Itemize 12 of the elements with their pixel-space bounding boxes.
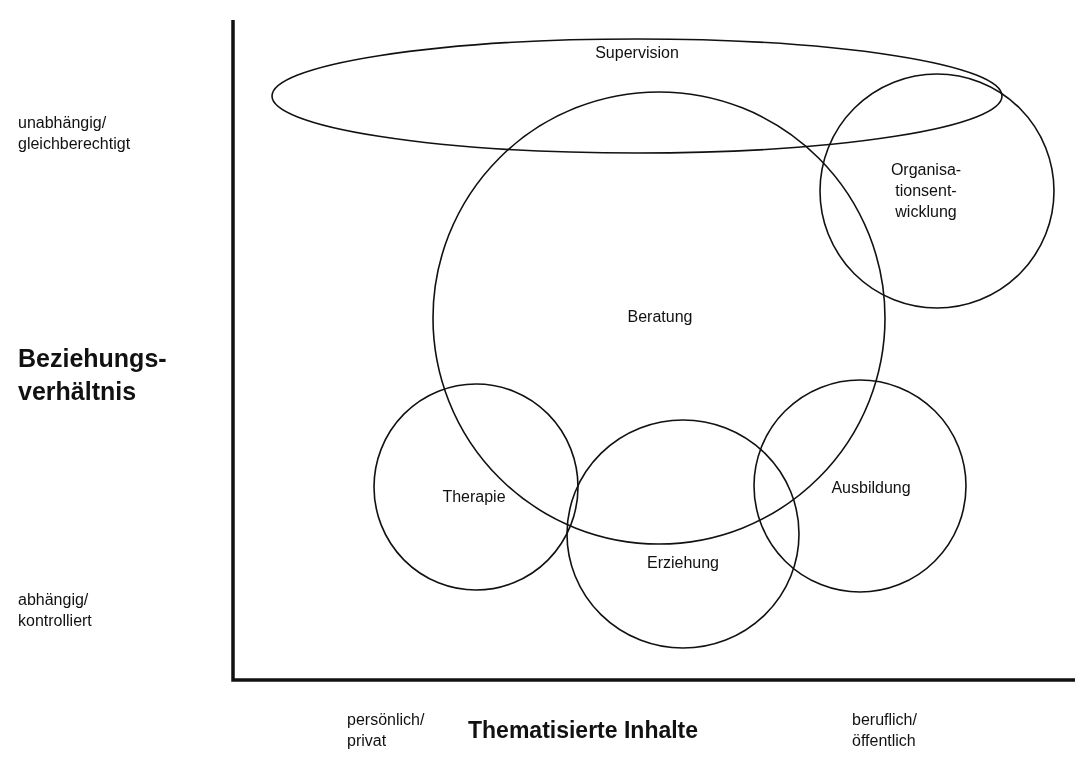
area-label: Beratung xyxy=(626,306,694,327)
area-label: Erziehung xyxy=(645,552,720,573)
axis-end-label: abhängig/ kontrolliert xyxy=(18,590,93,631)
axis-title: Thematisierte Inhalte xyxy=(468,716,700,745)
area-label: Ausbildung xyxy=(830,477,912,498)
axis-end-label: unabhängig/ gleichberechtigt xyxy=(18,113,132,154)
area-label: Organisa- tionsent- wicklung xyxy=(889,159,963,222)
area-label: Therapie xyxy=(441,486,507,507)
axis-title: Beziehungs- verhältnis xyxy=(18,343,168,407)
axis-end-label: beruflich/ öffentlich xyxy=(852,710,918,751)
area-label: Supervision xyxy=(594,42,680,63)
axis-end-label: persönlich/ privat xyxy=(347,710,426,751)
